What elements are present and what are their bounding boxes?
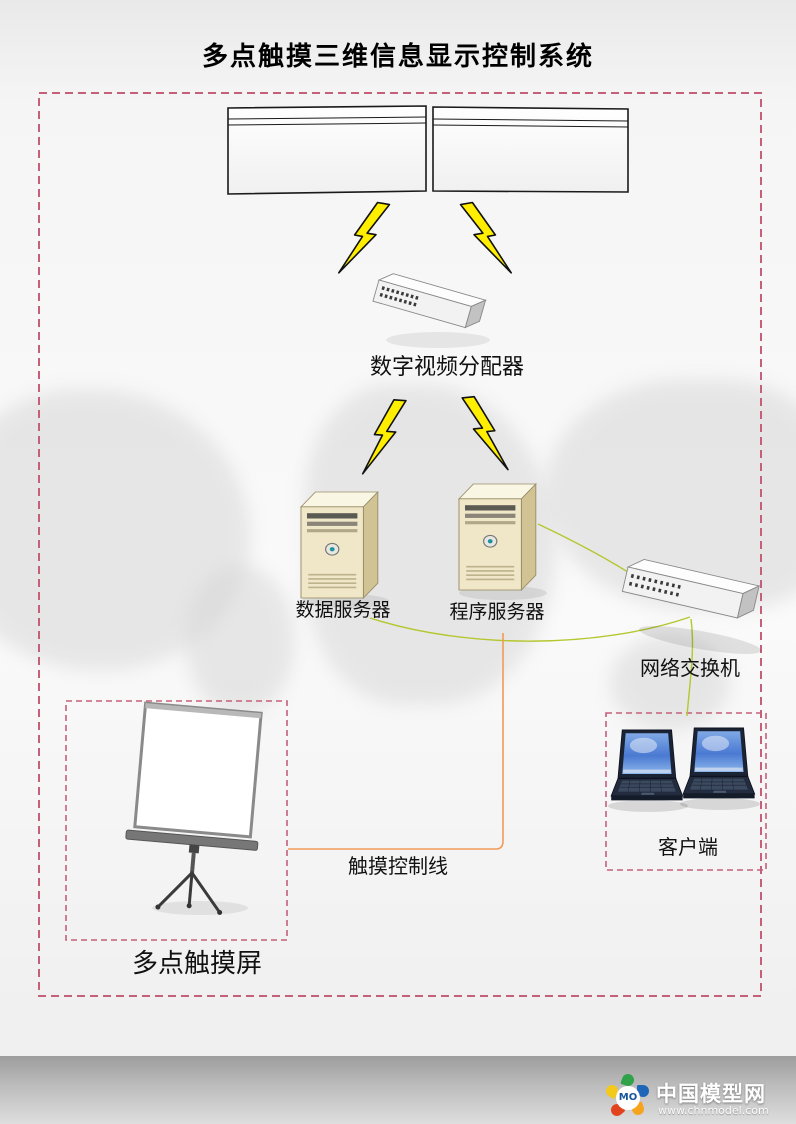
video-distributor-device [372,273,487,329]
shadow [608,800,688,812]
chnmodel-logo-icon: MO [603,1072,650,1120]
network-cable-client [686,618,694,717]
data-server-tower [300,491,379,599]
lightning-bolt-icon [461,393,509,475]
shadow [386,332,490,348]
lightning-bolt-icon [361,397,407,478]
display-panel-right [432,106,629,193]
app-server-tower [458,483,537,591]
touch-screen-device [125,701,263,915]
bottom-gradient-band [0,1056,796,1124]
network-switch-device [621,558,761,619]
touch-control-cable [288,633,504,850]
label-app-server: 程序服务器 [449,601,545,623]
client-boundary [605,712,767,871]
logo-text: MO [616,1086,640,1110]
page-title: 多点触摸三维信息显示控制系统 [201,42,594,72]
label-touch-control-line: 触摸控制线 [348,854,448,878]
shadow [638,626,762,654]
map-blob [610,635,730,730]
watermark-site-name: 中国模型网 [656,1082,766,1106]
system-boundary [38,92,762,997]
lightning-bolt-icon [459,197,512,281]
shadow [680,798,760,810]
shadow [152,901,248,915]
laptop-client-1 [610,729,684,801]
network-cable-data-server [369,616,691,642]
label-network-switch: 网络交换机 [640,656,740,680]
touch-screen-boundary [65,700,288,941]
label-data-server: 数据服务器 [295,599,391,621]
label-video-distributor: 数字视频分配器 [369,355,524,380]
watermark-site-url: www.chnmodel.com [658,1104,769,1117]
display-panel-left [227,105,427,195]
lightning-bolt-icon [338,197,391,281]
label-touch-screen: 多点触摸屏 [131,949,262,979]
laptop-client-2 [682,727,756,799]
label-client: 客户端 [658,835,718,859]
map-blob [185,565,295,715]
